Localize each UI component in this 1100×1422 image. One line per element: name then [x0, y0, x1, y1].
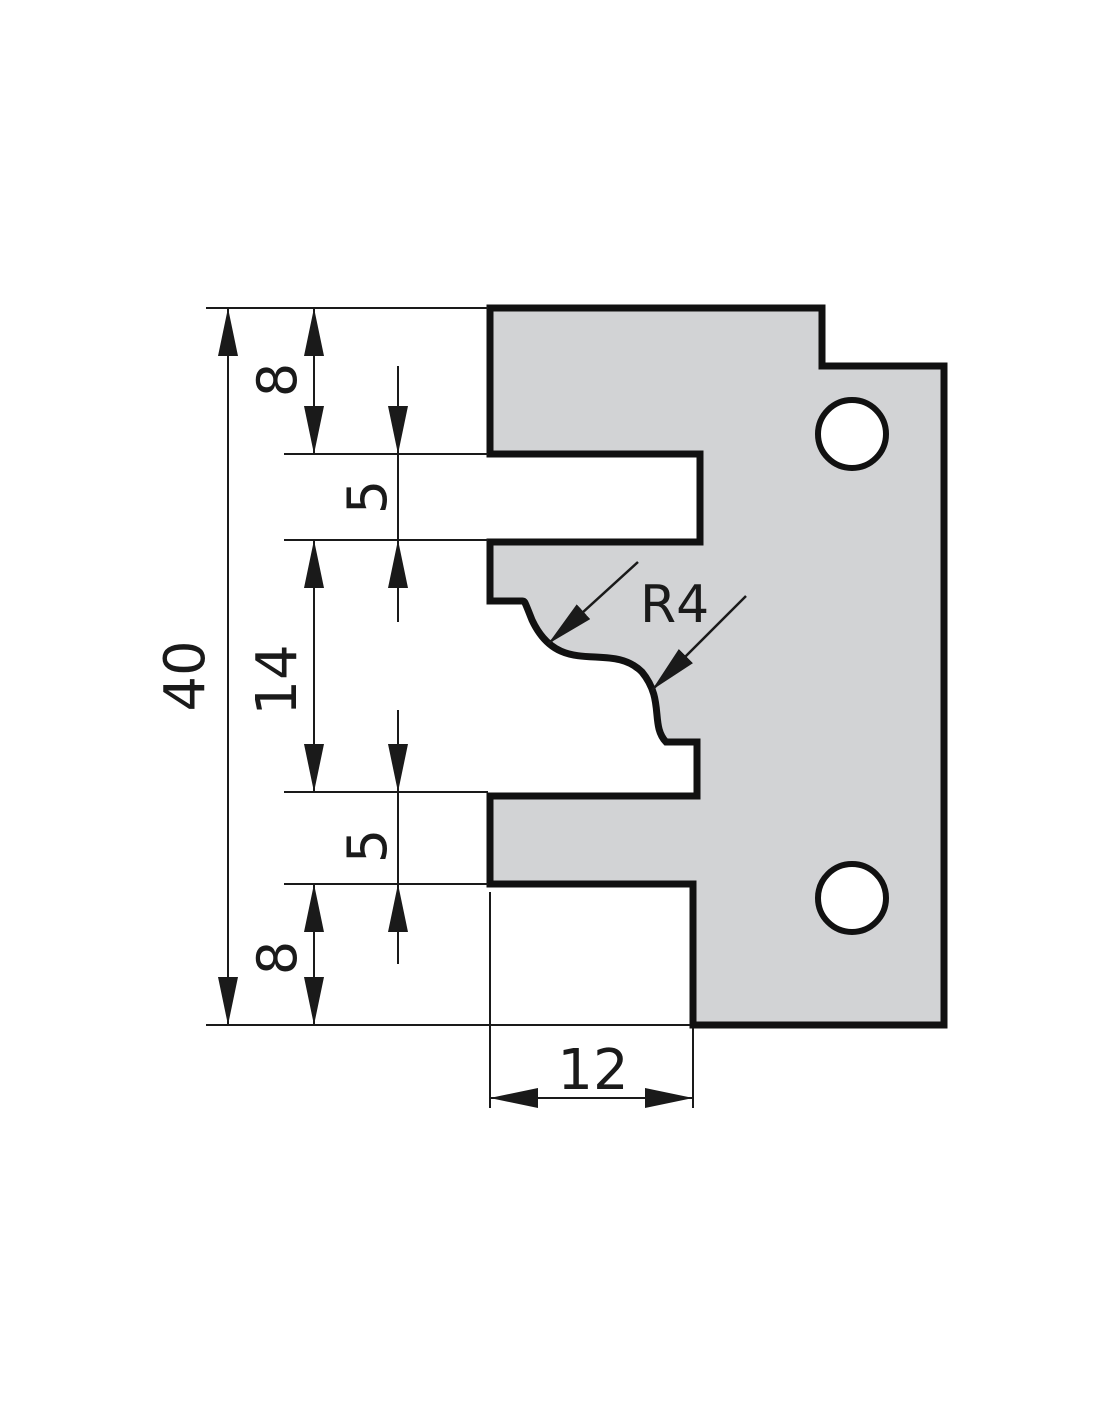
label-bottom-land: 8	[246, 941, 309, 975]
label-radius: R4	[640, 575, 709, 635]
label-depth: 12	[557, 1038, 628, 1103]
label-lower-groove: 5	[336, 829, 399, 863]
label-upper-groove: 5	[336, 480, 399, 514]
label-top-land: 8	[246, 363, 309, 397]
label-total-height: 40	[153, 640, 218, 711]
label-middle-profile: 14	[245, 644, 310, 715]
radius-leader-upper	[547, 561, 639, 645]
mounting-hole-bottom	[815, 861, 889, 935]
knife-profile-body	[486, 304, 948, 1029]
radius-leader-lower	[651, 595, 747, 691]
mounting-hole-top	[815, 397, 889, 471]
